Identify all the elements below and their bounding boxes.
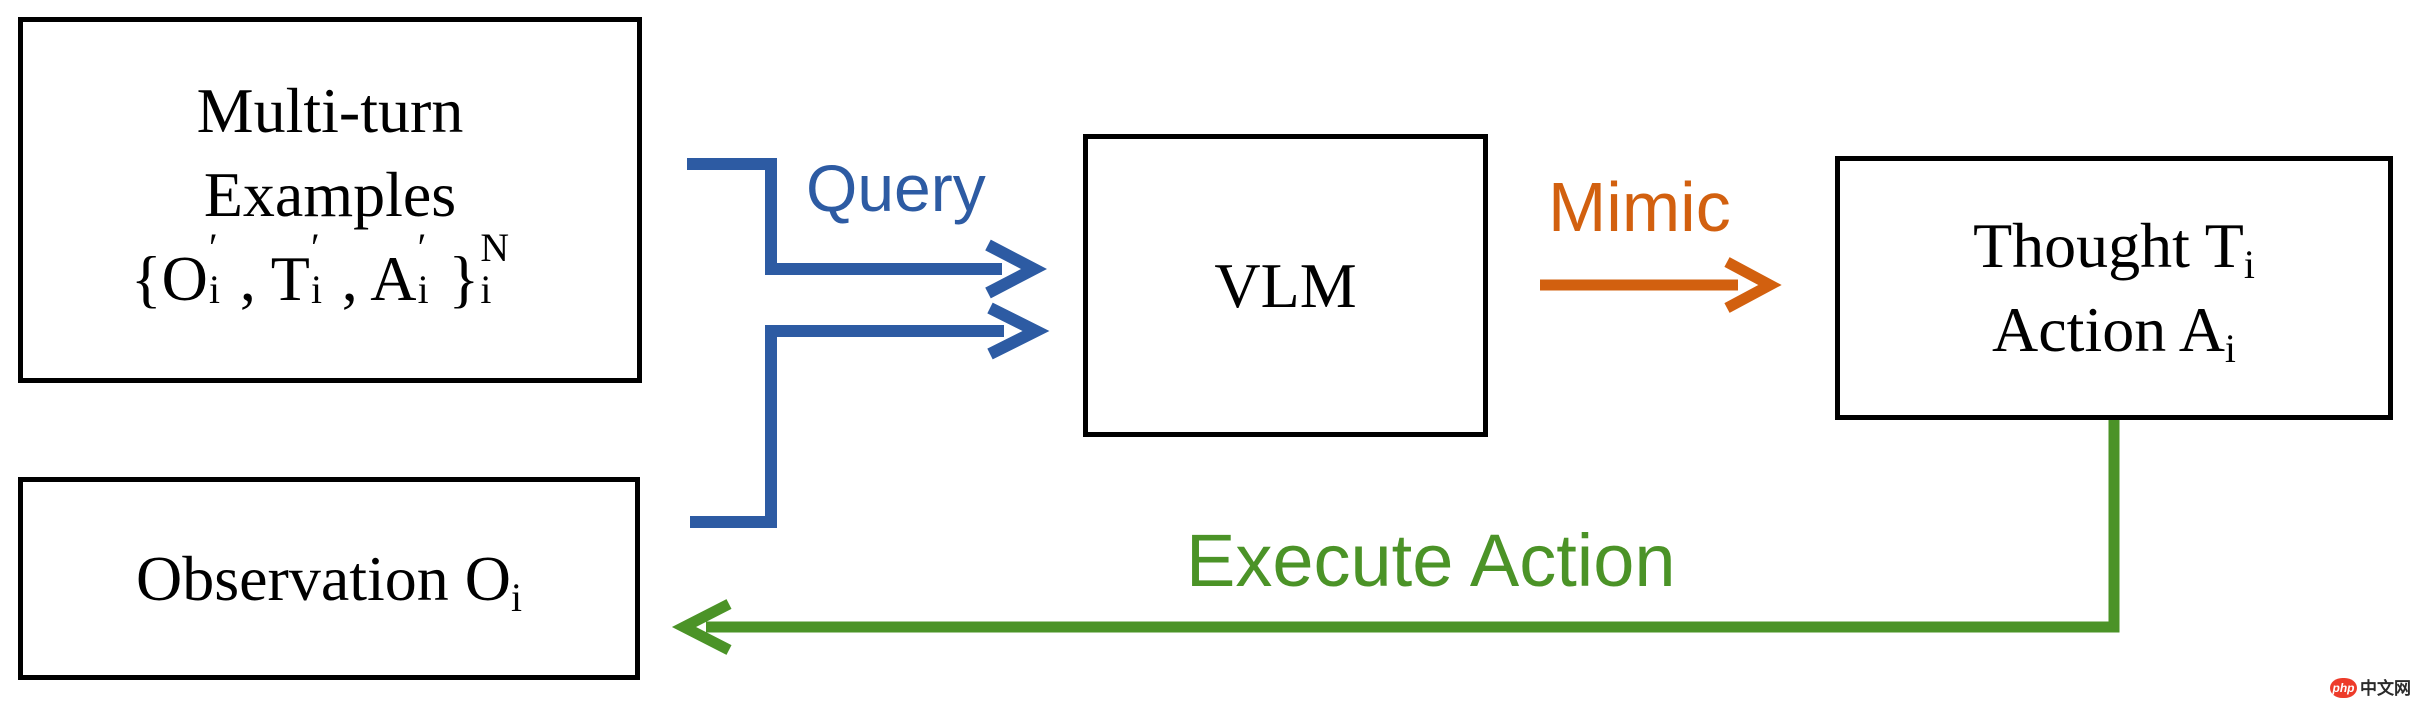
execute-action-arrow-head bbox=[671, 599, 732, 655]
watermark-text: 中文网 bbox=[2360, 678, 2411, 698]
observation-label: Observation Oi bbox=[135, 542, 523, 620]
prime-sub-stack: ′i bbox=[417, 226, 429, 312]
examples-line1: Multi-turn bbox=[196, 75, 464, 146]
query-arrow-bottom-head bbox=[987, 302, 1050, 360]
observation-box: Observation Oi bbox=[18, 477, 640, 680]
thought-action-box: Thought Ti Action Ai bbox=[1835, 156, 2393, 420]
query-label: Query bbox=[806, 151, 986, 225]
execute-action-arrow-line bbox=[706, 420, 2120, 633]
mimic-arrow-head bbox=[1724, 257, 1782, 313]
php-logo-text: php bbox=[2332, 681, 2355, 695]
prime-sub-stack: ′i bbox=[310, 226, 322, 312]
vlm-label: VLM bbox=[1214, 249, 1357, 321]
watermark: php 中文网 bbox=[2330, 678, 2411, 698]
prime-sub-stack: ′i bbox=[209, 226, 221, 312]
execute-action-label: Execute Action bbox=[1186, 519, 1676, 602]
query-arrow-top-line bbox=[687, 158, 1002, 275]
mimic-label: Mimic bbox=[1548, 168, 1731, 246]
php-logo: php bbox=[2330, 678, 2357, 698]
action-line: Action Ai bbox=[1992, 294, 2236, 372]
examples-line2: Examples bbox=[203, 159, 457, 230]
vlm-box: VLM bbox=[1083, 134, 1488, 437]
query-arrow-top-head bbox=[985, 239, 1047, 299]
thought-line: Thought Ti bbox=[1973, 210, 2255, 288]
query-arrow-bottom-line bbox=[690, 325, 1004, 528]
